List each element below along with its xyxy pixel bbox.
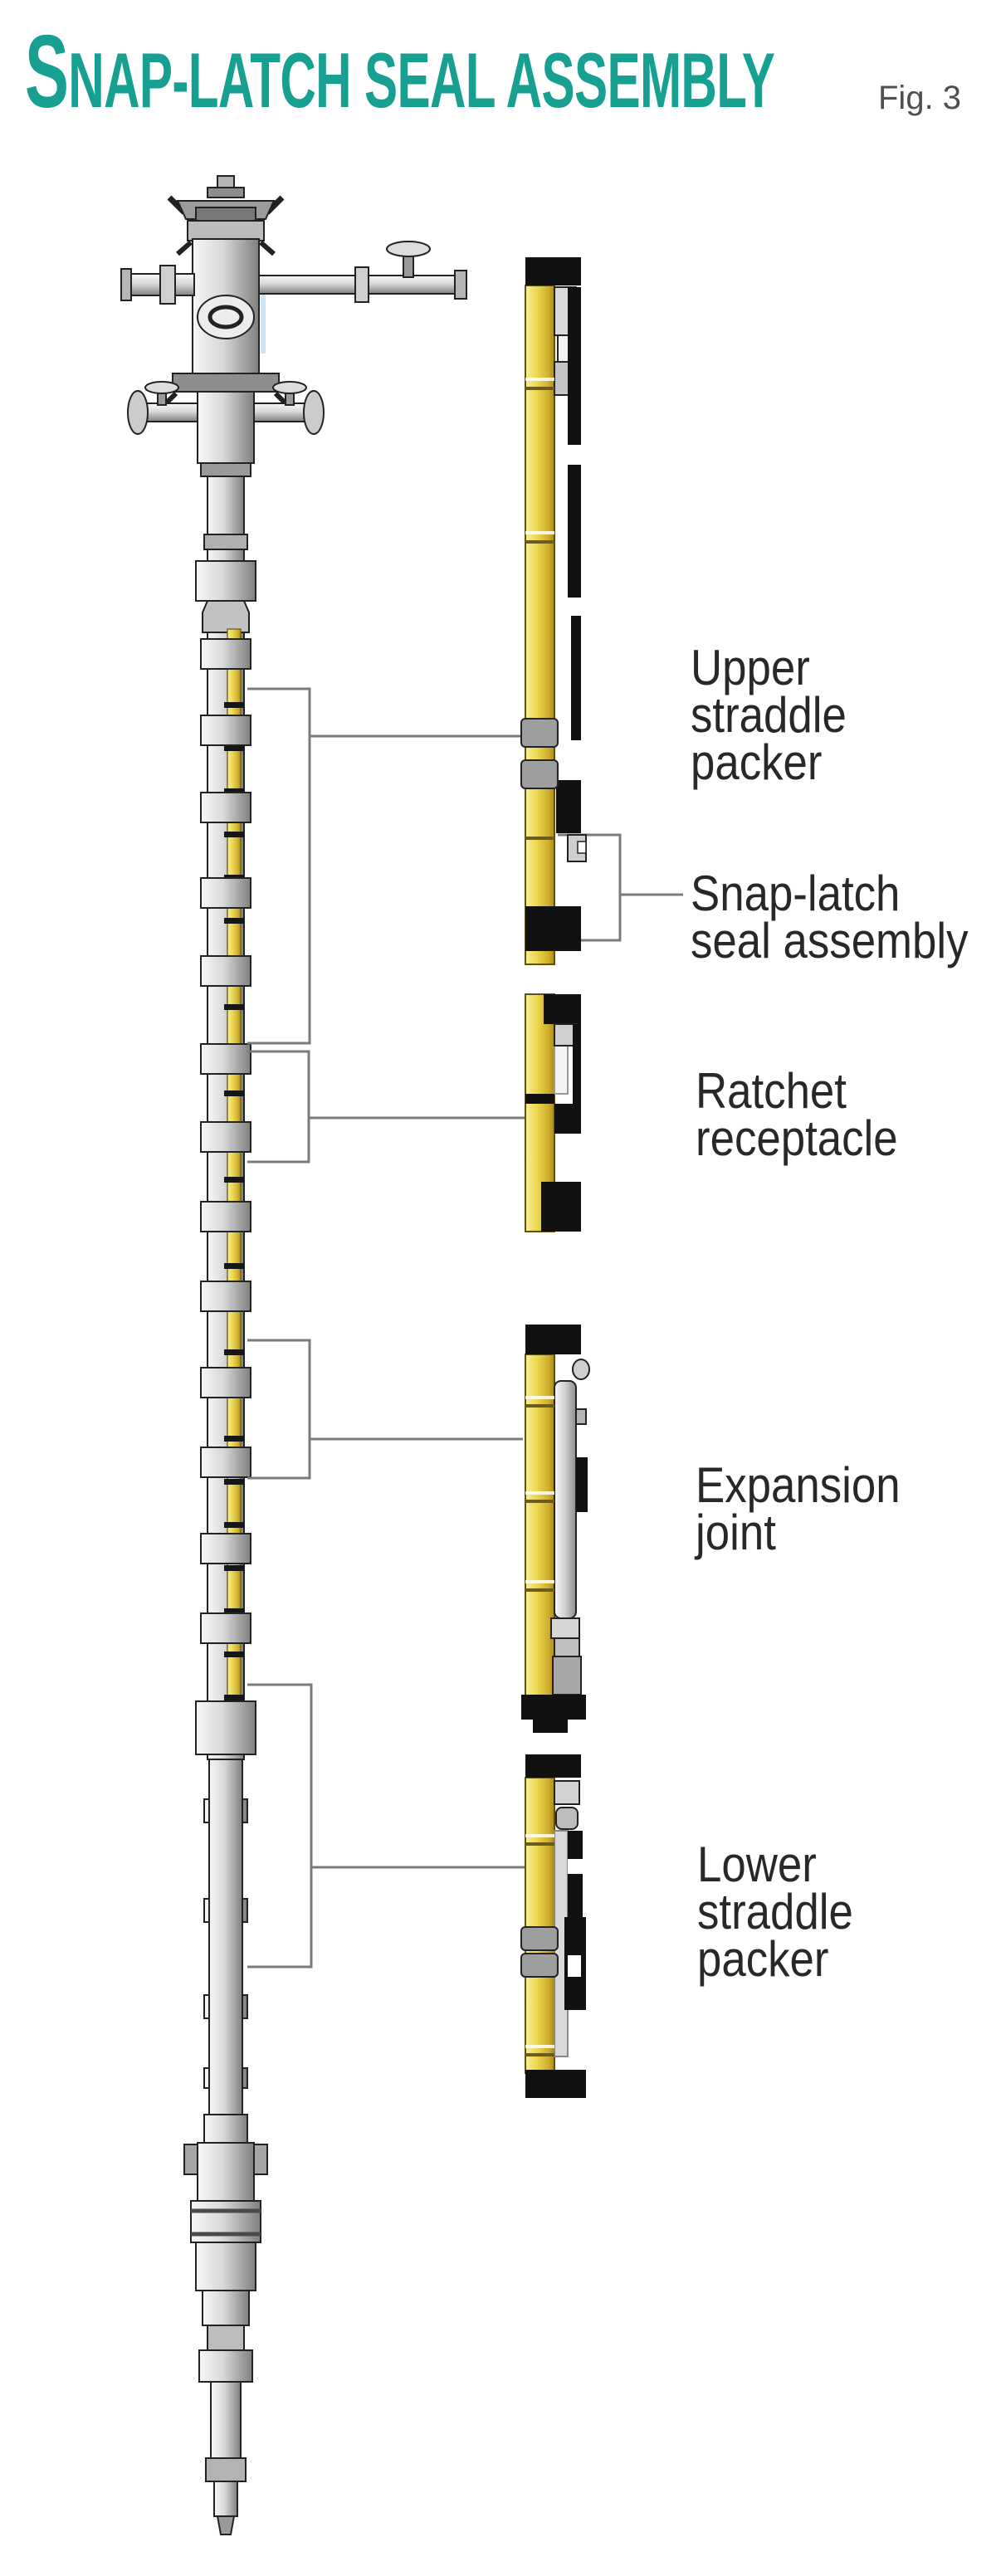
pipe-tick	[224, 832, 244, 837]
pipe-tick	[224, 788, 244, 794]
label-line: packer	[691, 734, 823, 790]
packer-slip-knob	[520, 1953, 559, 1978]
pipe-collar	[200, 1281, 251, 1312]
label-line: packer	[697, 1931, 829, 1987]
page-title: SNAP-LATCH SEAL ASSEMBLY	[25, 13, 775, 131]
packer-collar	[195, 1700, 256, 1755]
pipe-collar	[200, 715, 251, 746]
pipe-tick	[224, 1479, 244, 1485]
pipe-tick	[224, 1565, 244, 1571]
valve-wheel-icon	[386, 241, 431, 257]
pipe-collar	[200, 1201, 251, 1232]
pipe-tick	[224, 1436, 244, 1442]
callout-bracket-upper-straddle-packer	[247, 687, 527, 1045]
label-line: seal assembly	[691, 913, 969, 968]
title-lead-letter: S	[25, 15, 69, 129]
title-text: NAP-LATCH SEAL ASSEMBLY	[68, 37, 775, 124]
label-snap-latch-seal-assembly: Snap-latch seal assembly	[691, 866, 969, 968]
label-ratchet-receptacle: Ratchet receptacle	[696, 1063, 898, 1166]
label-line: joint	[696, 1505, 776, 1560]
expansion-mandrel	[554, 1380, 577, 1619]
mule-shoe-tip	[216, 2515, 236, 2535]
bottomhole-assembly-illustration	[183, 2114, 268, 2535]
pipe-tick	[224, 702, 244, 708]
label-lower-straddle-packer: Lower straddle packer	[697, 1837, 853, 1987]
label-expansion-joint: Expansion joint	[696, 1457, 901, 1560]
callout-bracket-snap-latch	[556, 833, 683, 942]
label-line: straddle	[691, 687, 847, 743]
tubing-string-illustration	[195, 549, 256, 2117]
pipe-collar	[200, 1043, 251, 1075]
main-assembly-illustration	[120, 175, 467, 2535]
callout-bracket-lower-straddle-packer	[247, 1683, 525, 1969]
label-line: Expansion	[696, 1457, 901, 1513]
figure-number: Fig. 3	[878, 80, 962, 116]
pipe-collar	[200, 792, 251, 823]
pipe-tick	[224, 1651, 244, 1657]
pipe-tick	[224, 1349, 244, 1355]
callout-bracket-expansion-joint	[247, 1339, 523, 1480]
detail-view-ratchet-receptacle	[525, 993, 581, 1232]
pipe-collar	[200, 1612, 251, 1644]
pipe-tick	[224, 1263, 244, 1269]
pipe-tick	[224, 1177, 244, 1183]
pipe-collar	[200, 1121, 251, 1153]
detail-view-upper-straddle-packer	[520, 257, 587, 965]
pipe-tick	[224, 1695, 244, 1700]
pipe-collar	[200, 1533, 251, 1564]
seal-bore-highlight	[261, 282, 266, 354]
packer-slip-knob	[520, 759, 559, 789]
packer-slip-knob	[520, 1926, 559, 1951]
pipe-collar	[200, 1367, 251, 1398]
detail-view-expansion-joint	[521, 1325, 590, 1733]
valve-wheel-icon	[127, 390, 149, 435]
label-line: straddle	[697, 1884, 853, 1939]
wellhead-illustration	[120, 175, 467, 550]
label-line: Snap-latch	[691, 866, 901, 921]
pipe-tick	[224, 1004, 244, 1010]
pipe-collar	[200, 638, 251, 670]
label-upper-straddle-packer: Upper straddle packer	[691, 640, 847, 790]
pipe-collar	[200, 877, 251, 909]
pipe-tick	[224, 918, 244, 924]
packer-slip-knob	[520, 718, 559, 748]
pipe-tick	[224, 1608, 244, 1614]
detail-view-lower-straddle-packer	[520, 1754, 586, 2098]
pipe-collar	[200, 1447, 251, 1478]
label-line: receptacle	[696, 1110, 898, 1166]
pipe-tick	[224, 745, 244, 751]
valve-wheel-icon	[303, 390, 325, 435]
callout-bracket-ratchet-receptacle	[247, 1050, 540, 1164]
label-line: Lower	[697, 1837, 817, 1892]
pipe-tick	[224, 1090, 244, 1096]
pipe-collar	[200, 955, 251, 987]
pipe-tick	[224, 1522, 244, 1528]
label-line: Ratchet	[696, 1063, 847, 1119]
label-line: Upper	[691, 640, 810, 695]
